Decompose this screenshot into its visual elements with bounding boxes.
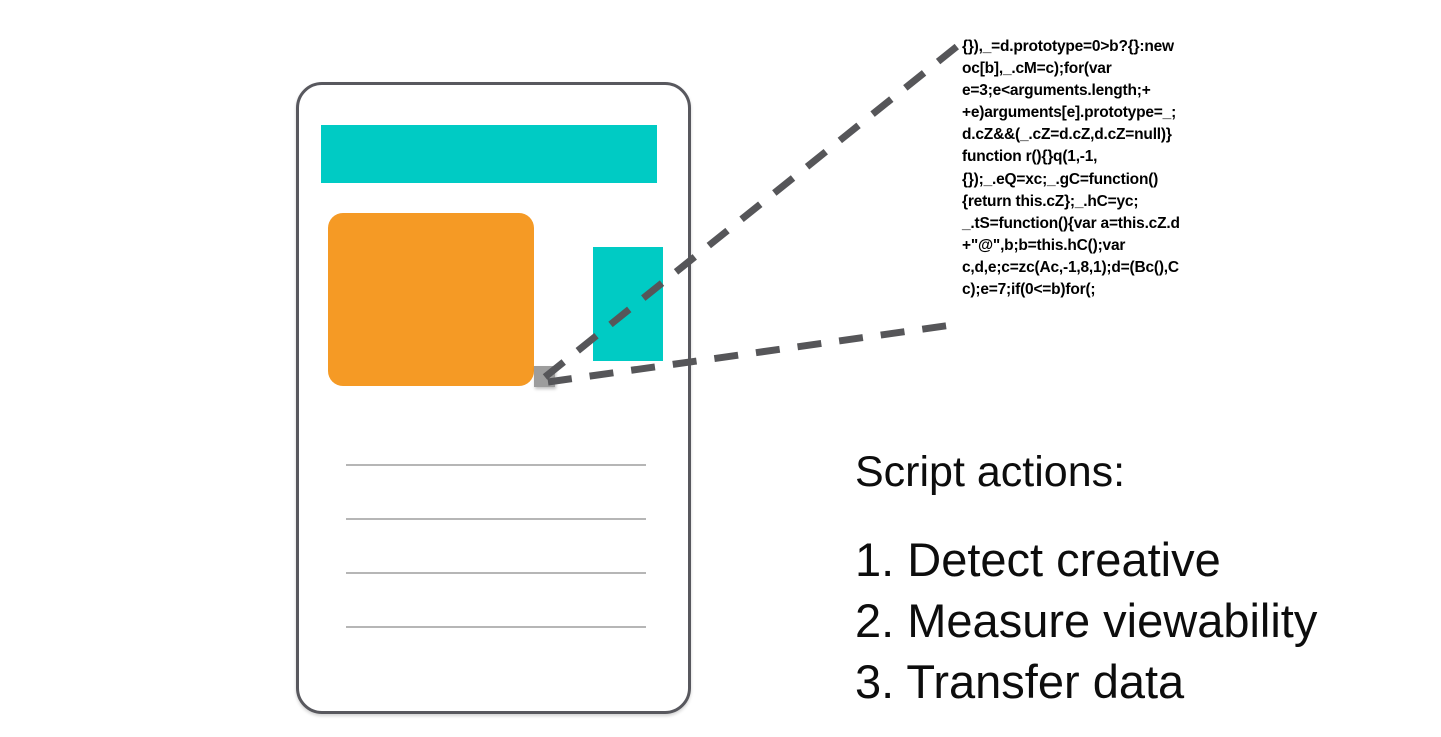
code-line: d.cZ&&(_.cZ=d.cZ,d.cZ=null)} [962, 126, 1172, 144]
measurement-handle-icon[interactable] [534, 366, 555, 387]
minified-script-code: {}),_=d.prototype=0>b?{}:new oc[b],_.cM=c… [962, 36, 1262, 301]
script-action-item: 2. Measure viewability [855, 590, 1317, 651]
teal-side-tile-ad [593, 247, 663, 361]
script-action-label: Detect creative [894, 533, 1221, 586]
script-actions-heading: Script actions: [855, 448, 1126, 496]
code-line: {});_.eQ=xc;_.gC=function() [962, 170, 1159, 188]
code-line: e=3;e<arguments.length;+ [962, 82, 1151, 100]
script-action-index: 3. [855, 655, 895, 708]
script-action-index: 2. [855, 594, 895, 647]
content-rule-1 [346, 464, 646, 466]
script-action-label: Measure viewability [894, 594, 1318, 647]
code-line: {}),_=d.prototype=0>b?{}:new [962, 38, 1174, 55]
content-rule-4 [346, 626, 646, 628]
code-line: {return this.cZ};_.hC=yc; [962, 192, 1139, 210]
orange-creative-ad [328, 213, 534, 386]
code-line: +"@",b;b=this.hC();var [962, 236, 1126, 254]
script-action-label: Transfer data [894, 655, 1185, 708]
code-line: function r(){}q(1,-1, [962, 148, 1098, 166]
code-line: _.tS=function(){var a=this.cZ.d [962, 214, 1180, 232]
teal-banner-ad [321, 125, 657, 183]
code-line: oc[b],_.cM=c);for(var [962, 60, 1112, 78]
script-action-item: 1. Detect creative [855, 529, 1317, 590]
script-action-index: 1. [855, 533, 895, 586]
code-line: +e)arguments[e].prototype=_; [962, 104, 1177, 122]
code-line: c);e=7;if(0<=b)for(; [962, 281, 1096, 299]
code-line: c,d,e;c=zc(Ac,-1,8,1);d=(Bc(),C [962, 258, 1179, 276]
content-rule-3 [346, 572, 646, 574]
content-rule-2 [346, 518, 646, 520]
script-action-item: 3. Transfer data [855, 651, 1317, 712]
